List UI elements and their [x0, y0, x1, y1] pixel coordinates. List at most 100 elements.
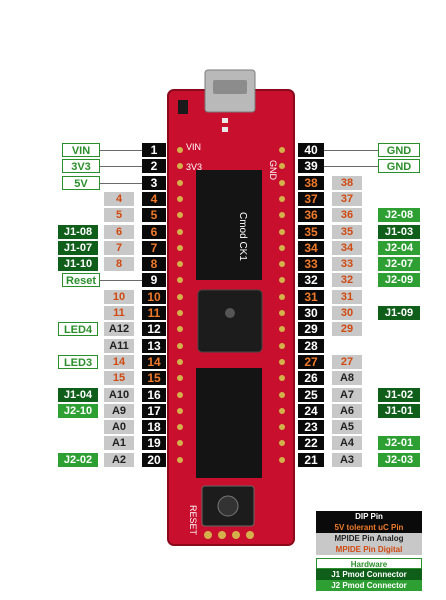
pin-hole	[177, 261, 183, 267]
right-hardware-gnd: GND	[378, 143, 420, 157]
right-dip-pin-22: 22	[298, 436, 324, 450]
left-mpide-pin-5: 5	[104, 208, 134, 222]
left-hardware-led4: LED4	[58, 322, 98, 336]
pin-hole	[177, 212, 183, 218]
pin-hole	[177, 294, 183, 300]
right-mpide-pin-A8: A8	[332, 371, 362, 385]
right-hardware-j2-08: J2-08	[378, 208, 420, 222]
right-dip-pin-31: 31	[298, 290, 324, 304]
pin-hole	[177, 424, 183, 430]
right-dip-pin-33: 33	[298, 257, 324, 271]
left-hardware-j1-07: J1-07	[58, 241, 98, 255]
right-dip-pin-32: 32	[298, 273, 324, 287]
pin-hole	[177, 163, 183, 169]
pin-hole	[177, 277, 183, 283]
pin-hole	[279, 440, 285, 446]
left-dip-pin-11: 11	[142, 306, 166, 320]
pin-hole	[177, 229, 183, 235]
pin-hole	[177, 196, 183, 202]
legend-j1-pmod: J1 Pmod Connector	[316, 569, 422, 580]
left-hardware-5v: 5V	[62, 176, 100, 190]
connector-line	[324, 150, 378, 151]
left-hardware-vin: VIN	[62, 143, 100, 157]
pin-hole	[279, 375, 285, 381]
left-dip-pin-2: 2	[142, 159, 166, 173]
microcontroller-chip-icon	[197, 289, 263, 353]
pin-hole	[177, 457, 183, 463]
left-dip-pin-14: 14	[142, 355, 166, 369]
connector-line	[100, 166, 142, 167]
right-dip-pin-21: 21	[298, 453, 324, 467]
legend-dip-pin: DIP Pin	[316, 511, 422, 522]
right-dip-pin-34: 34	[298, 241, 324, 255]
left-mpide-pin-A12: A12	[104, 322, 134, 336]
left-mpide-pin-A0: A0	[104, 420, 134, 434]
right-dip-pin-35: 35	[298, 225, 324, 239]
pin-hole	[279, 457, 285, 463]
legend-5v-tolerant: 5V tolerant uC Pin	[316, 522, 422, 533]
connector-line	[100, 150, 142, 151]
right-hardware-j2-07: J2-07	[378, 257, 420, 271]
pin-hole	[279, 196, 285, 202]
pin-hole	[279, 408, 285, 414]
right-mpide-pin-38: 38	[332, 176, 362, 190]
left-dip-pin-15: 15	[142, 371, 166, 385]
left-dip-pin-7: 7	[142, 241, 166, 255]
right-hardware-j1-09: J1-09	[378, 306, 420, 320]
legend: DIP Pin 5V tolerant uC Pin MPIDE Pin Ana…	[316, 511, 422, 591]
connector-line	[100, 280, 142, 281]
pin-hole	[279, 294, 285, 300]
pin-hole	[279, 310, 285, 316]
left-dip-pin-8: 8	[142, 257, 166, 271]
pin-hole	[279, 180, 285, 186]
pin-hole	[279, 261, 285, 267]
left-mpide-pin-11: 11	[104, 306, 134, 320]
right-hardware-gnd: GND	[378, 159, 420, 173]
left-hardware-j2-10: J2-10	[58, 404, 98, 418]
right-dip-pin-37: 37	[298, 192, 324, 206]
right-dip-pin-39: 39	[298, 159, 324, 173]
pmod-header-j2	[196, 170, 262, 280]
pin-hole	[279, 359, 285, 365]
left-dip-pin-16: 16	[142, 388, 166, 402]
left-dip-pin-10: 10	[142, 290, 166, 304]
right-dip-pin-25: 25	[298, 388, 324, 402]
pin-hole	[279, 326, 285, 332]
right-dip-pin-27: 27	[298, 355, 324, 369]
left-mpide-pin-15: 15	[104, 371, 134, 385]
right-dip-pin-38: 38	[298, 176, 324, 190]
left-dip-pin-4: 4	[142, 192, 166, 206]
right-mpide-pin-32: 32	[332, 273, 362, 287]
right-hardware-j2-09: J2-09	[378, 273, 420, 287]
left-hardware-j1-08: J1-08	[58, 225, 98, 239]
right-hardware-j2-03: J2-03	[378, 453, 420, 467]
right-hardware-j2-04: J2-04	[378, 241, 420, 255]
left-mpide-pin-8: 8	[104, 257, 134, 271]
left-hardware-3v3: 3V3	[62, 159, 100, 173]
right-mpide-pin-A3: A3	[332, 453, 362, 467]
right-mpide-pin-31: 31	[332, 290, 362, 304]
right-dip-pin-26: 26	[298, 371, 324, 385]
pin-hole	[177, 245, 183, 251]
left-hardware-j1-04: J1-04	[58, 388, 98, 402]
right-hardware-j1-01: J1-01	[378, 404, 420, 418]
left-dip-pin-17: 17	[142, 404, 166, 418]
pin-hole	[177, 147, 183, 153]
legend-j2-pmod: J2 Pmod Connector	[316, 580, 422, 591]
left-dip-pin-20: 20	[142, 453, 166, 467]
left-mpide-pin-A9: A9	[104, 404, 134, 418]
right-mpide-pin-37: 37	[332, 192, 362, 206]
left-hardware-j1-10: J1-10	[58, 257, 98, 271]
left-dip-pin-13: 13	[142, 339, 166, 353]
right-mpide-pin-A4: A4	[332, 436, 362, 450]
left-mpide-pin-6: 6	[104, 225, 134, 239]
right-dip-pin-28: 28	[298, 339, 324, 353]
pin-hole	[279, 245, 285, 251]
right-dip-pin-36: 36	[298, 208, 324, 222]
left-hardware-led3: LED3	[58, 355, 98, 369]
right-hardware-j1-02: J1-02	[378, 388, 420, 402]
legend-mpide-digital: MPIDE Pin Digital	[316, 544, 422, 555]
board-silk-vin: VIN	[186, 142, 201, 152]
left-mpide-pin-10: 10	[104, 290, 134, 304]
